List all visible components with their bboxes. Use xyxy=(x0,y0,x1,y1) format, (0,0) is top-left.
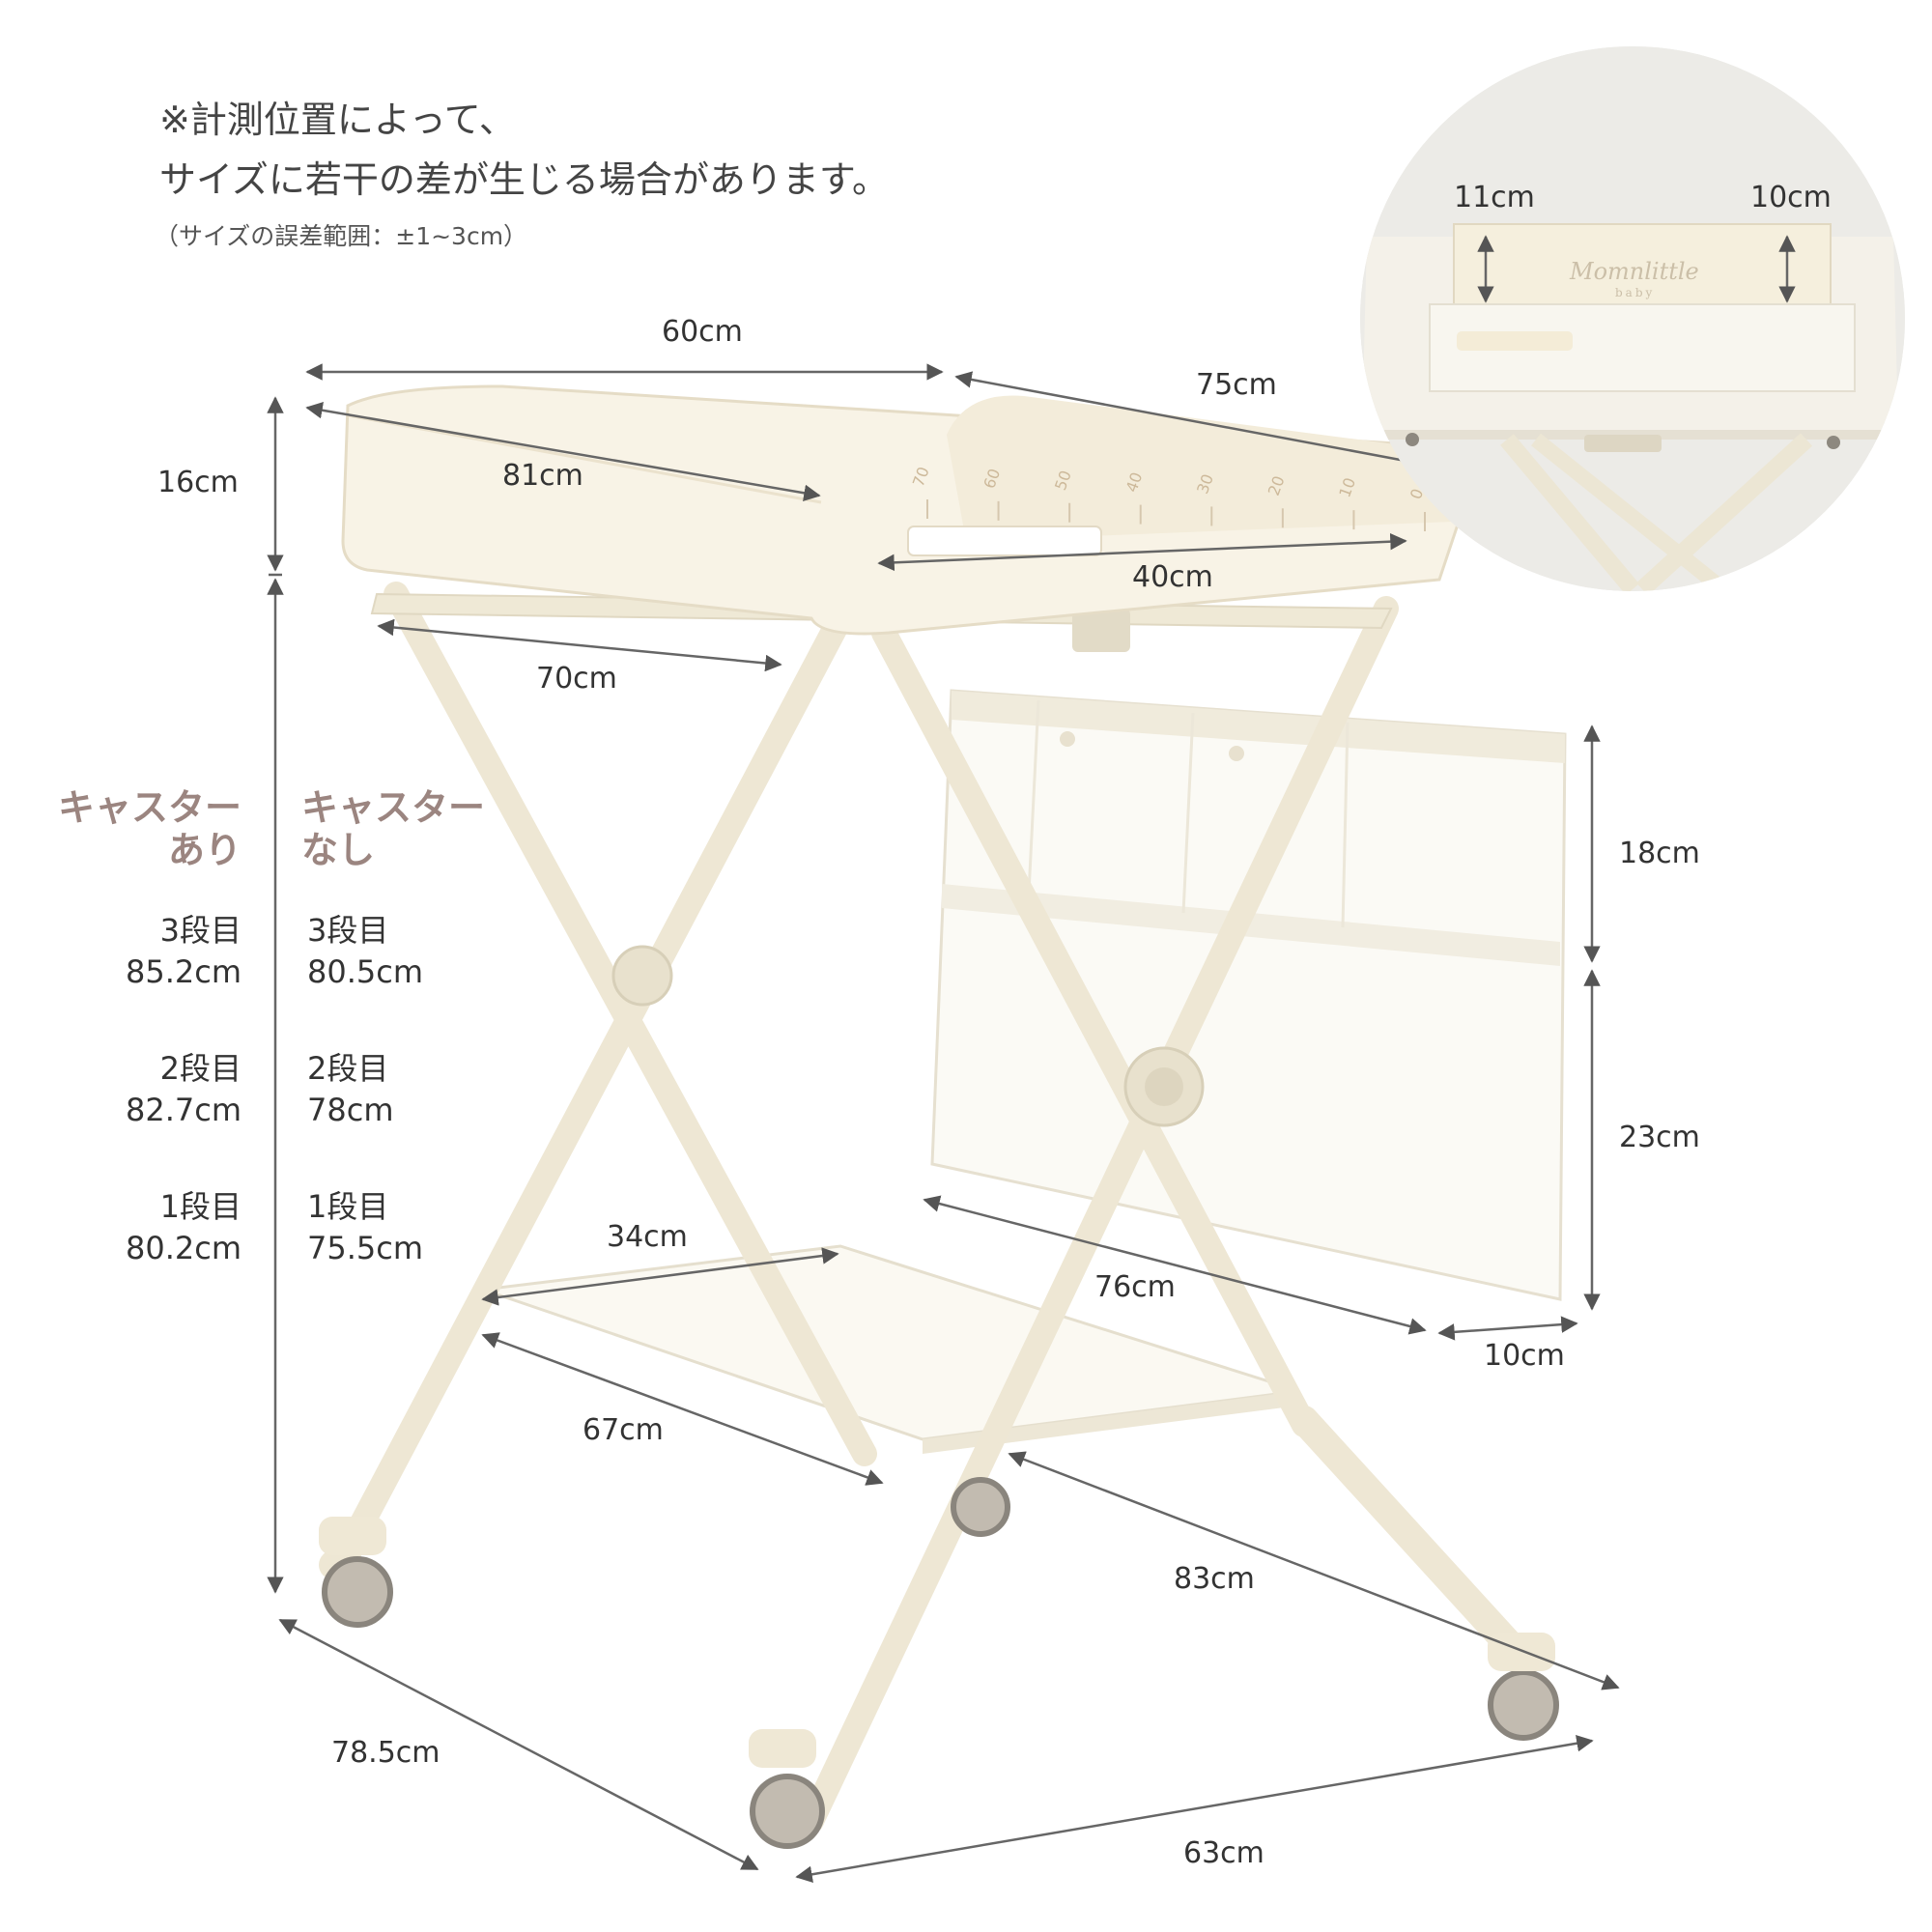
level-3-label-with: 3段目 xyxy=(159,912,242,949)
level-3-with-caster: 85.2cm xyxy=(125,953,242,990)
dim-base-side: 83cm xyxy=(1174,1562,1255,1596)
dim-base-front: 63cm xyxy=(1183,1836,1264,1870)
dim-top-depth: 75cm xyxy=(1196,368,1277,402)
note-line-3: （サイズの誤差範囲：±1~3cm） xyxy=(155,222,528,250)
level-1-label-with: 1段目 xyxy=(159,1188,242,1225)
dim-basket-depth: 10cm xyxy=(1484,1339,1565,1373)
dim-pad-length: 81cm xyxy=(502,459,583,493)
detail-inset xyxy=(1360,46,1905,591)
dim-basket-bottom: 23cm xyxy=(1619,1121,1700,1154)
dimension-lines xyxy=(267,363,1620,1883)
brand-logo: Momnlittle xyxy=(1570,258,1699,285)
storage-basket xyxy=(930,689,1567,1301)
level-2-with-caster: 82.7cm xyxy=(125,1092,242,1128)
header-without-caster: キャスター なし xyxy=(301,786,486,871)
dim-frame-width: 70cm xyxy=(536,662,617,696)
dim-inset-left: 11cm xyxy=(1454,181,1535,214)
note-line-2: サイズに若干の差が生じる場合があります。 xyxy=(159,158,890,201)
dim-basket-top: 18cm xyxy=(1619,837,1700,870)
level-2-label-with: 2段目 xyxy=(159,1050,242,1087)
level-1-with-caster: 80.2cm xyxy=(125,1230,242,1266)
level-3-label-without: 3段目 xyxy=(307,912,389,949)
level-1-label-without: 1段目 xyxy=(307,1188,389,1225)
dim-shelf-depth: 34cm xyxy=(607,1220,688,1254)
level-2-without-caster: 78cm xyxy=(307,1092,394,1128)
level-3-without-caster: 80.5cm xyxy=(307,953,424,990)
dim-shelf-length: 67cm xyxy=(582,1413,664,1447)
dim-basket-length: 76cm xyxy=(1094,1270,1176,1304)
header-with-caster: キャスター あり xyxy=(58,786,242,871)
dim-pad-width: 40cm xyxy=(1132,560,1213,594)
dim-top-width: 60cm xyxy=(662,315,743,349)
dim-base-depth: 78.5cm xyxy=(331,1736,440,1770)
level-2-label-without: 2段目 xyxy=(307,1050,389,1087)
dim-pad-height: 16cm xyxy=(157,466,239,499)
dim-inset-right: 10cm xyxy=(1750,181,1832,214)
note-line-1: ※計測位置によって、 xyxy=(159,99,516,141)
level-1-without-caster: 75.5cm xyxy=(307,1230,424,1266)
brand-logo-sub: baby xyxy=(1615,286,1656,299)
